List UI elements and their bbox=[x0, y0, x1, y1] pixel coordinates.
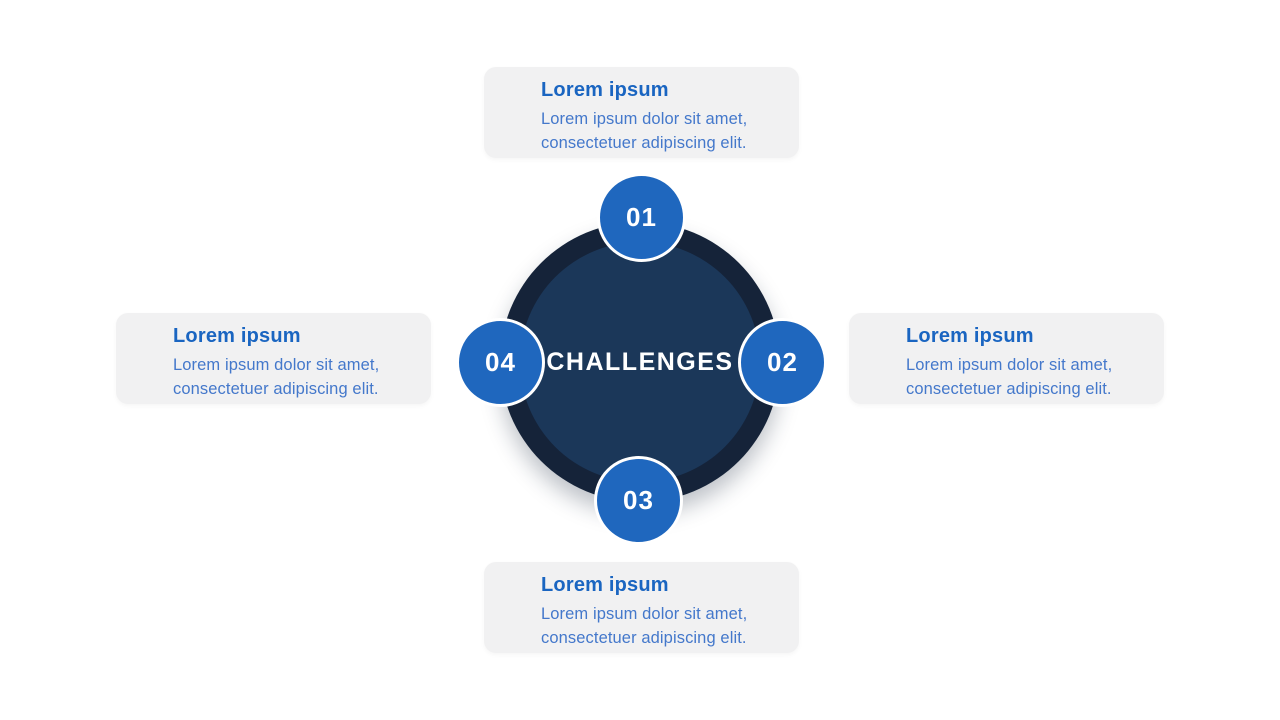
info-card-body: Lorem ipsum dolor sit amet, consectetuer… bbox=[541, 107, 781, 155]
info-card-body-line: consectetuer adipiscing elit. bbox=[541, 134, 747, 152]
info-card-title: Lorem ipsum bbox=[906, 325, 1034, 347]
info-card-body-line: consectetuer adipiscing elit. bbox=[173, 380, 379, 398]
info-card-body-line: Lorem ipsum dolor sit amet, bbox=[541, 605, 748, 623]
info-card-body-line: consectetuer adipiscing elit. bbox=[906, 380, 1112, 398]
info-card-title: Lorem ipsum bbox=[541, 79, 669, 101]
info-card-title: Lorem ipsum bbox=[541, 574, 669, 596]
info-card-top: Lorem ipsum Lorem ipsum dolor sit amet, … bbox=[484, 67, 799, 158]
info-card-bottom: Lorem ipsum Lorem ipsum dolor sit amet, … bbox=[484, 562, 799, 653]
center-circle-ring: CHALLENGES bbox=[500, 222, 780, 502]
step-number-01: 01 bbox=[626, 202, 657, 232]
center-circle-label: CHALLENGES bbox=[546, 347, 734, 376]
step-number-04: 04 bbox=[485, 347, 516, 377]
info-card-left: Lorem ipsum Lorem ipsum dolor sit amet, … bbox=[116, 313, 431, 404]
center-circle: CHALLENGES bbox=[520, 242, 760, 482]
info-card-body-line: Lorem ipsum dolor sit amet, bbox=[541, 110, 748, 128]
info-card-body-line: Lorem ipsum dolor sit amet, bbox=[906, 356, 1113, 374]
info-card-body-line: Lorem ipsum dolor sit amet, bbox=[173, 356, 380, 374]
info-card-body-line: consectetuer adipiscing elit. bbox=[541, 629, 747, 647]
step-circle-03: 03 bbox=[594, 456, 683, 545]
step-number-02: 02 bbox=[767, 347, 798, 377]
info-card-body: Lorem ipsum dolor sit amet, consectetuer… bbox=[906, 353, 1146, 401]
info-card-body: Lorem ipsum dolor sit amet, consectetuer… bbox=[541, 602, 781, 650]
step-circle-04: 04 bbox=[456, 318, 545, 407]
step-number-03: 03 bbox=[623, 485, 654, 515]
info-card-body: Lorem ipsum dolor sit amet, consectetuer… bbox=[173, 353, 413, 401]
info-card-right: Lorem ipsum Lorem ipsum dolor sit amet, … bbox=[849, 313, 1164, 404]
info-card-title: Lorem ipsum bbox=[173, 325, 301, 347]
step-circle-02: 02 bbox=[738, 318, 827, 407]
step-circle-01: 01 bbox=[597, 173, 686, 262]
